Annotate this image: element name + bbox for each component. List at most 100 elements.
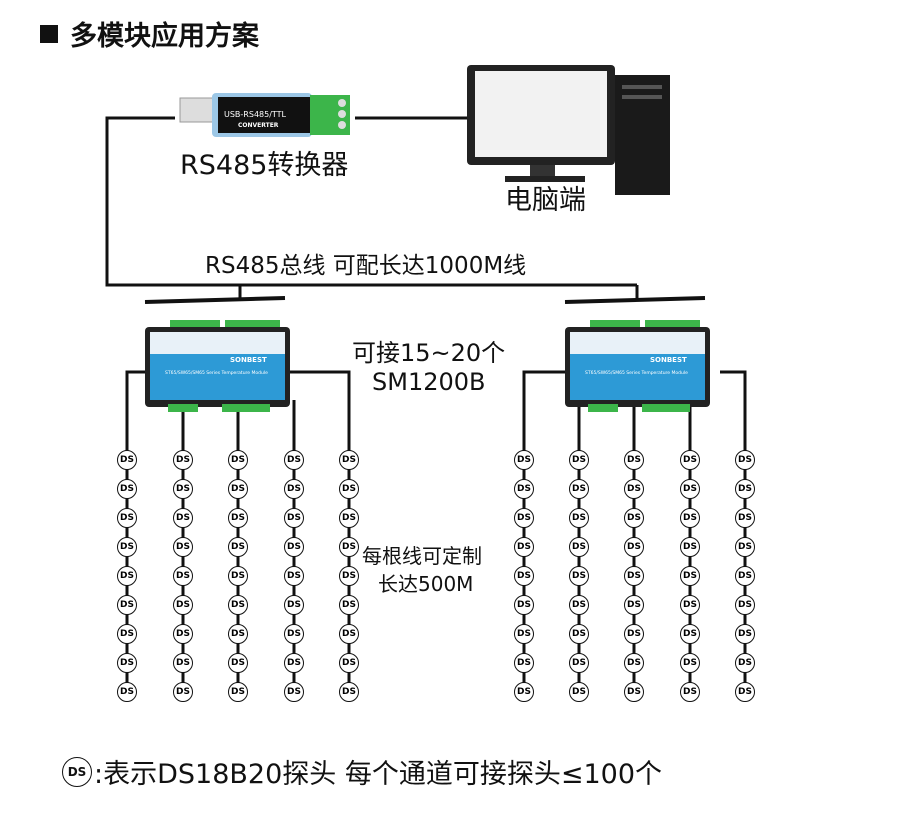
ds-probe: DS [514,537,534,557]
page-title: 多模块应用方案 [40,14,259,53]
converter-label: RS485转换器 [180,150,349,181]
ds-probe: DS [339,537,359,557]
ds-probe: DS [339,595,359,615]
ds-probe: DS [569,479,589,499]
ds-probe: DS [173,508,193,528]
ds-probe: DS [624,653,644,673]
title-text: 多模块应用方案 [70,21,259,52]
ds-probe: DS [173,595,193,615]
module-series: ST65/SW65/SM65 Series Temperature Module [585,370,688,376]
ds-probe: DS [680,537,700,557]
ds-probe: DS [284,479,304,499]
ds-probe: DS [339,479,359,499]
ds-probe: DS [228,566,248,586]
ds-probe: DS [735,624,755,644]
ds-probe: DS [514,508,534,528]
ds-probe: DS [284,508,304,528]
ds-probe: DS [569,653,589,673]
ds-probe: DS [339,508,359,528]
ds-probe: DS [228,595,248,615]
wire-note-line2: 长达500M [378,568,474,597]
ds-probe: DS [339,624,359,644]
ds-probe: DS [228,624,248,644]
ds-probe: DS [680,566,700,586]
ds-probe: DS [228,479,248,499]
wire-note-line1: 每根线可定制 [362,540,482,569]
ds-probe: DS [624,682,644,702]
ds-probe: DS [735,566,755,586]
left-channels [125,370,351,700]
ds-probe: DS [173,682,193,702]
ds-probe: DS [228,653,248,673]
bus-drop-lines [238,285,639,300]
ds-probe: DS [624,508,644,528]
ds-probe: DS [284,537,304,557]
capacity-line1: 可接15~20个 [352,339,506,367]
ds-probe: DS [173,537,193,557]
bus-line [105,116,637,287]
bus-label: RS485总线 可配长达1000M线 [205,253,527,279]
ds-probe: DS [173,566,193,586]
ds-probe: DS [514,682,534,702]
legend: DS :表示DS18B20探头 每个通道可接探头≤100个 [62,752,662,791]
converter-subtext: CONVERTER [238,122,279,129]
square-bullet-icon [40,25,58,43]
rs485-converter: USB-RS485/TTL CONVERTER [179,93,350,137]
ds-probe: DS [173,450,193,470]
ds-probe: DS [514,450,534,470]
ds-probe: DS [680,508,700,528]
ds-probe: DS [228,537,248,557]
ds-probe: DS [228,508,248,528]
temperature-module: SONBEST ST65/SW65/SM65 Series Temperatur… [144,296,290,412]
ds-probe: DS [117,653,137,673]
temperature-module: SONBEST ST65/SW65/SM65 Series Temperatur… [564,296,710,412]
ds-probe: DS [117,508,137,528]
legend-text: :表示DS18B20探头 每个通道可接探头≤100个 [94,759,663,790]
ds-probe: DS [284,682,304,702]
ds-probe: DS [284,566,304,586]
ds-probe: DS [624,479,644,499]
ds-probe: DS [735,450,755,470]
ds-probe: DS [624,566,644,586]
ds-probe: DS [624,595,644,615]
ds-probe: DS [735,508,755,528]
ds-probe: DS [514,653,534,673]
ds-probe: DS [680,624,700,644]
ds-probe: DS [569,508,589,528]
ds-probe: DS [339,682,359,702]
ds-probe: DS [624,450,644,470]
right-channels [522,370,747,700]
ds-probe: DS [173,479,193,499]
capacity-line2: SM1200B [372,368,486,396]
ds-probe: DS [339,653,359,673]
ds-probe: DS [117,624,137,644]
ds-probe: DS [569,537,589,557]
module-brand: SONBEST [230,356,267,364]
ds-probe: DS [735,595,755,615]
ds-probe: DS [228,682,248,702]
computer-label: 电脑端 [505,185,586,216]
ds-probe: DS [117,479,137,499]
ds-probe: DS [680,682,700,702]
ds-probe: DS [514,566,534,586]
ds-probe: DS [228,450,248,470]
ds-probe: DS [624,537,644,557]
ds-probe: DS [569,450,589,470]
ds-probe: DS [569,566,589,586]
ds-probe: DS [117,595,137,615]
ds-probe: DS [514,595,534,615]
ds-probe: DS [339,450,359,470]
ds-probe: DS [735,682,755,702]
ds-probe: DS [514,479,534,499]
ds-probe: DS [569,624,589,644]
ds-probe: DS [735,653,755,673]
ds-probe: DS [284,450,304,470]
ds-probe: DS [680,595,700,615]
ds-probe: DS [569,682,589,702]
ds-probe: DS [339,566,359,586]
ds-probe: DS [117,537,137,557]
ds-probe: DS [680,653,700,673]
ds-probe: DS [680,479,700,499]
